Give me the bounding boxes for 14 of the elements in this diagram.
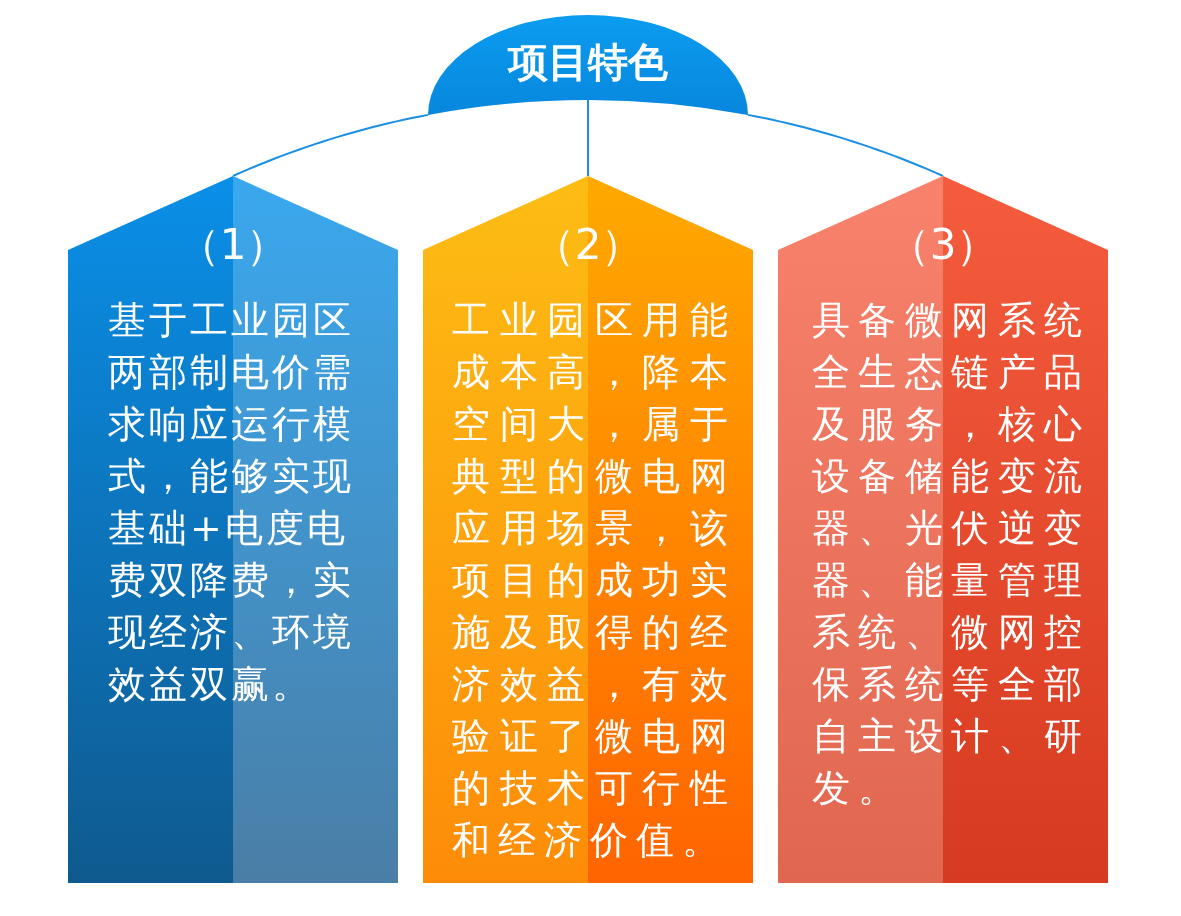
panel-text: 基于工业园区两部制电价需求响应运行模式，能够实现基础+电度电费双降费，实现经济、环境效益双赢。 [108, 297, 355, 708]
feature-panel [423, 176, 753, 883]
feature-panel [68, 176, 398, 883]
panel-text: 具备微网系统全生态链产品及服务，核心设备储能变流器、光伏逆变器、能量管理系统、微网控保系统等全部自主设计、研发。 [812, 297, 1090, 812]
panel-heading: （2） [532, 219, 644, 271]
panel-heading: （1） [177, 219, 289, 271]
connector-line [747, 113, 944, 177]
panel-heading: （3） [887, 219, 999, 271]
connector-line [232, 113, 429, 177]
feature-panel [778, 176, 1108, 883]
title-banner [428, 15, 748, 115]
connector-line [587, 99, 589, 177]
panel-text: 工业园区用能成本高，降本空间大，属于典型的微电网应用场景，该项目的成功实施及取得的经济效益，有效验证了微电网的技术可行性和经济价值。 [452, 297, 736, 864]
title-text: 项目特色 [508, 38, 668, 87]
